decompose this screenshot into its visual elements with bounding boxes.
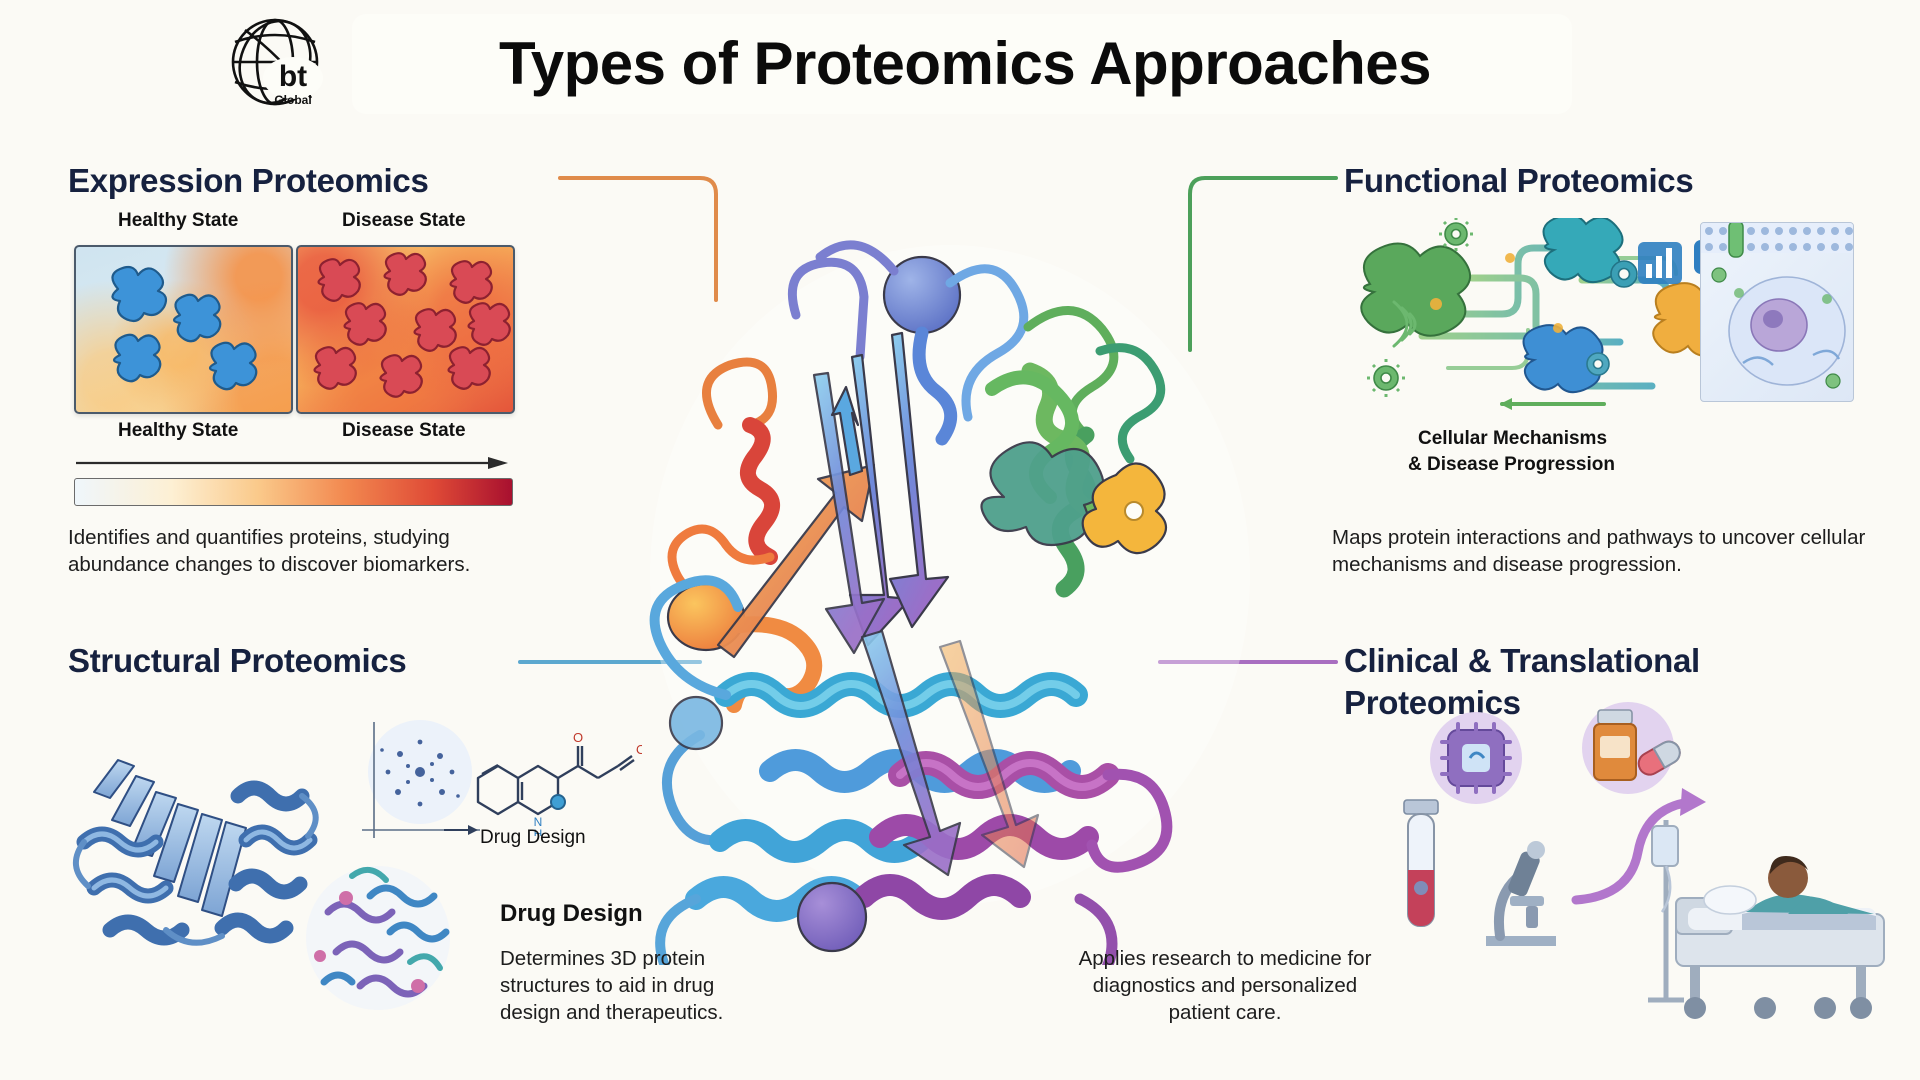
membrane-bilayer [1701,223,1853,258]
logo-secondary-text: Global [274,93,311,107]
expression-healthy-panel [74,245,293,414]
svg-text:O: O [573,730,583,745]
expression-trend-arrow [76,457,508,469]
expression-disease-label-bottom: Disease State [342,420,466,441]
logo-primary-text: bt [279,60,307,93]
expression-healthy-label-bottom: Healthy State [118,420,239,441]
expression-disease-panel [296,245,515,414]
functional-sub-label-line2: & Disease Progression [1408,454,1615,475]
bt-global-logo: bt Global [231,18,323,107]
title-plate [352,14,1572,114]
protein-blob-green [1360,242,1471,337]
expression-disease-label-top: Disease State [342,210,466,231]
microscope-icon [1486,841,1556,946]
molecule-atom-highlight [550,794,566,810]
expression-healthy-label-top: Healthy State [118,210,239,231]
gear-icon [1439,218,1473,251]
expression-abundance-gradient-bar [74,478,513,506]
blood-vial-icon [1403,799,1439,927]
gear-icon [1367,359,1405,397]
protein-blob-blue [1522,324,1604,394]
clinical-workflow-illustration [1403,702,1885,1019]
clinical-heading-line1: Clinical & Translational [1344,642,1700,679]
microchip-icon [1440,722,1512,794]
diffraction-pattern [362,720,480,838]
structural-caption: Determines 3D protein structures to aid … [500,947,724,1024]
capsule-icon [1637,740,1681,776]
structural-protein-illustration [73,759,450,1010]
signal-wave-icon [1392,300,1417,348]
functional-cell-illustration [1700,222,1854,402]
protein-ribbon-structure [649,240,1250,965]
drug-molecule-structure: O O N H [476,730,642,836]
protein-complex-cluster [306,866,450,1010]
structural-drug-design-bold-label: Drug Design [500,900,643,927]
structural-drug-design-small-label: Drug Design [480,827,586,848]
section-heading-functional: Functional Proteomics [1344,162,1694,199]
gear-icon [1586,352,1610,376]
section-heading-structural: Structural Proteomics [68,642,407,679]
pill-bottle-icon [1593,709,1637,781]
functional-pathway-diagram [1360,218,1814,410]
gear-icon [1610,260,1638,288]
svg-text:N: N [534,815,543,829]
chart-icon [1638,242,1682,284]
svg-text:O: O [636,742,642,757]
expression-caption: Identifies and quantifies proteins, stud… [68,526,471,576]
functional-caption: Maps protein interactions and pathways t… [1332,526,1866,576]
patient-bed-icon [1648,820,1885,1019]
workflow-arrow [1571,788,1706,905]
section-heading-expression: Expression Proteomics [68,162,429,199]
clinical-caption: Applies research to medicine for diagnos… [1078,947,1372,1024]
svg-text:H: H [534,827,543,836]
page-title: Types of Proteomics Approaches [499,30,1431,97]
functional-sub-label-line1: Cellular Mechanisms [1418,428,1608,449]
